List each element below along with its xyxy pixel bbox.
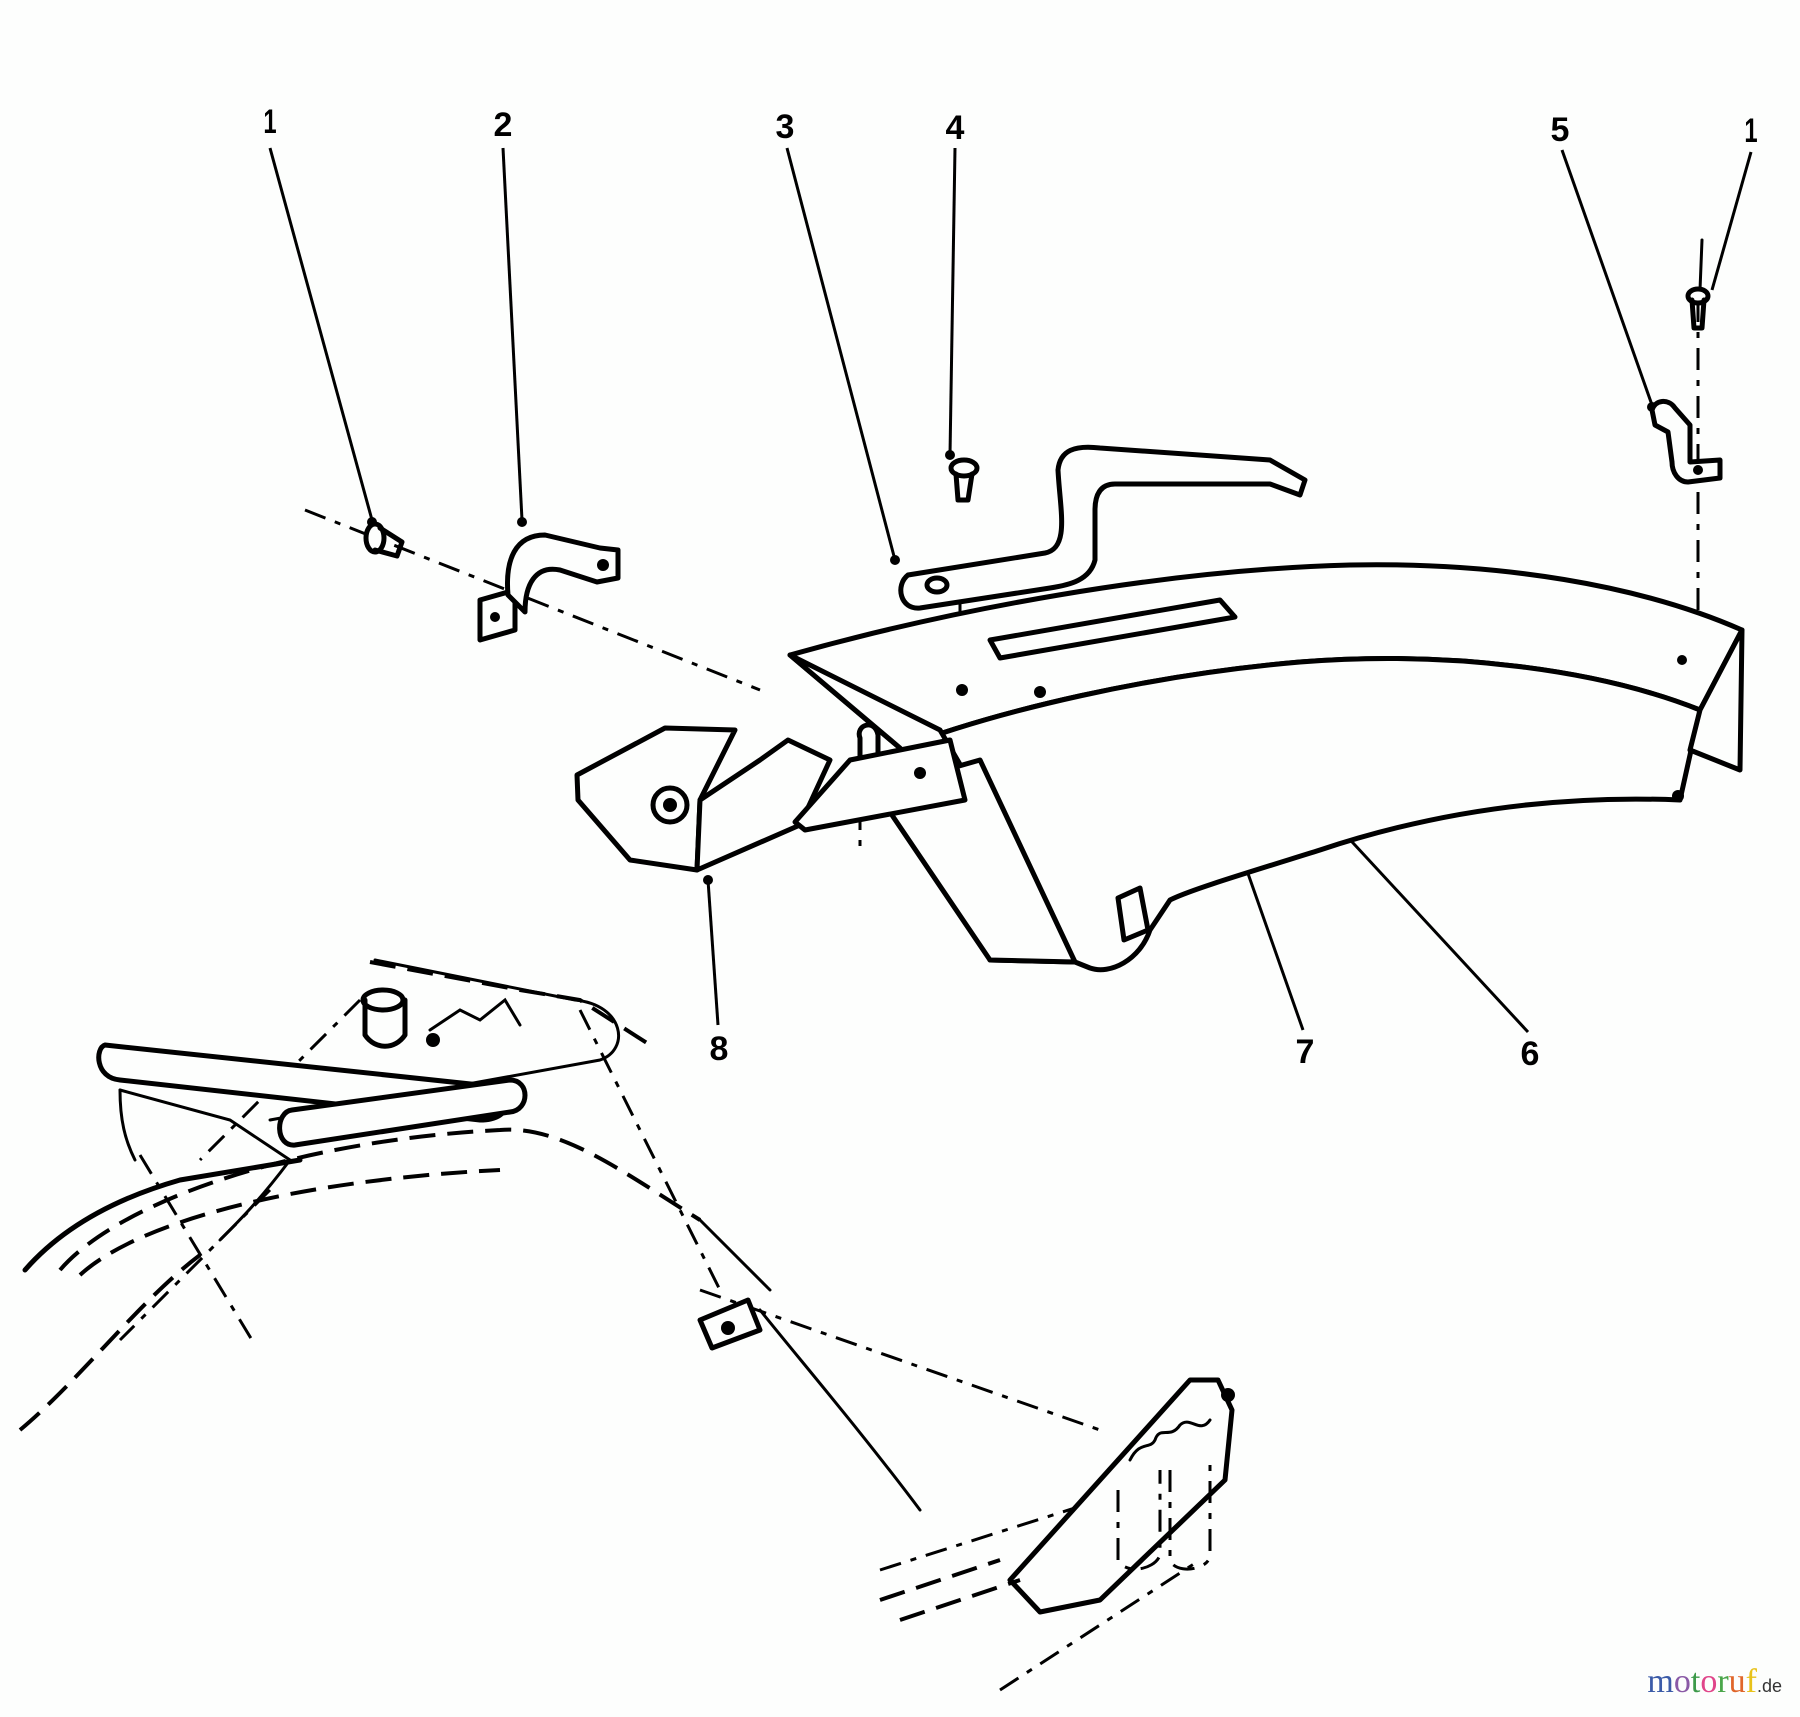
callout-3: 3 <box>775 108 795 146</box>
assembly-lines <box>118 300 1700 1692</box>
callout-8: 8 <box>709 1030 729 1068</box>
rivet-top-icon <box>948 457 980 503</box>
watermark-letter: m <box>1647 1663 1674 1700</box>
watermark-letter: f <box>1745 1663 1757 1700</box>
callout-5: 5 <box>1550 111 1570 149</box>
discharge-chute-icon <box>787 562 1745 973</box>
rivet-left-icon <box>363 521 405 559</box>
hinge-bracket-icon <box>574 722 968 873</box>
rivet-right-icon <box>1685 238 1711 331</box>
watermark-letter: o <box>1673 1663 1691 1700</box>
watermark-letter: r <box>1717 1663 1729 1700</box>
mower-housing-outline <box>18 958 1235 1622</box>
bracket-left-icon <box>477 532 621 643</box>
watermark-letter: t <box>1690 1663 1701 1700</box>
watermark-suffix: .de <box>1756 1676 1782 1696</box>
callout-4: 4 <box>945 109 965 147</box>
callout-7: 7 <box>1295 1033 1315 1071</box>
callout-6: 6 <box>1520 1035 1540 1073</box>
callout-1-left: 1 <box>263 103 277 141</box>
watermark-letter: o <box>1700 1663 1718 1700</box>
callout-1-right: 1 <box>1744 112 1758 150</box>
watermark-logo: motoruf.de <box>1647 1663 1782 1701</box>
handle-icon <box>898 444 1308 611</box>
watermark-letter: u <box>1728 1663 1746 1700</box>
bracket-right-icon <box>1649 399 1723 485</box>
callout-2: 2 <box>493 106 513 144</box>
